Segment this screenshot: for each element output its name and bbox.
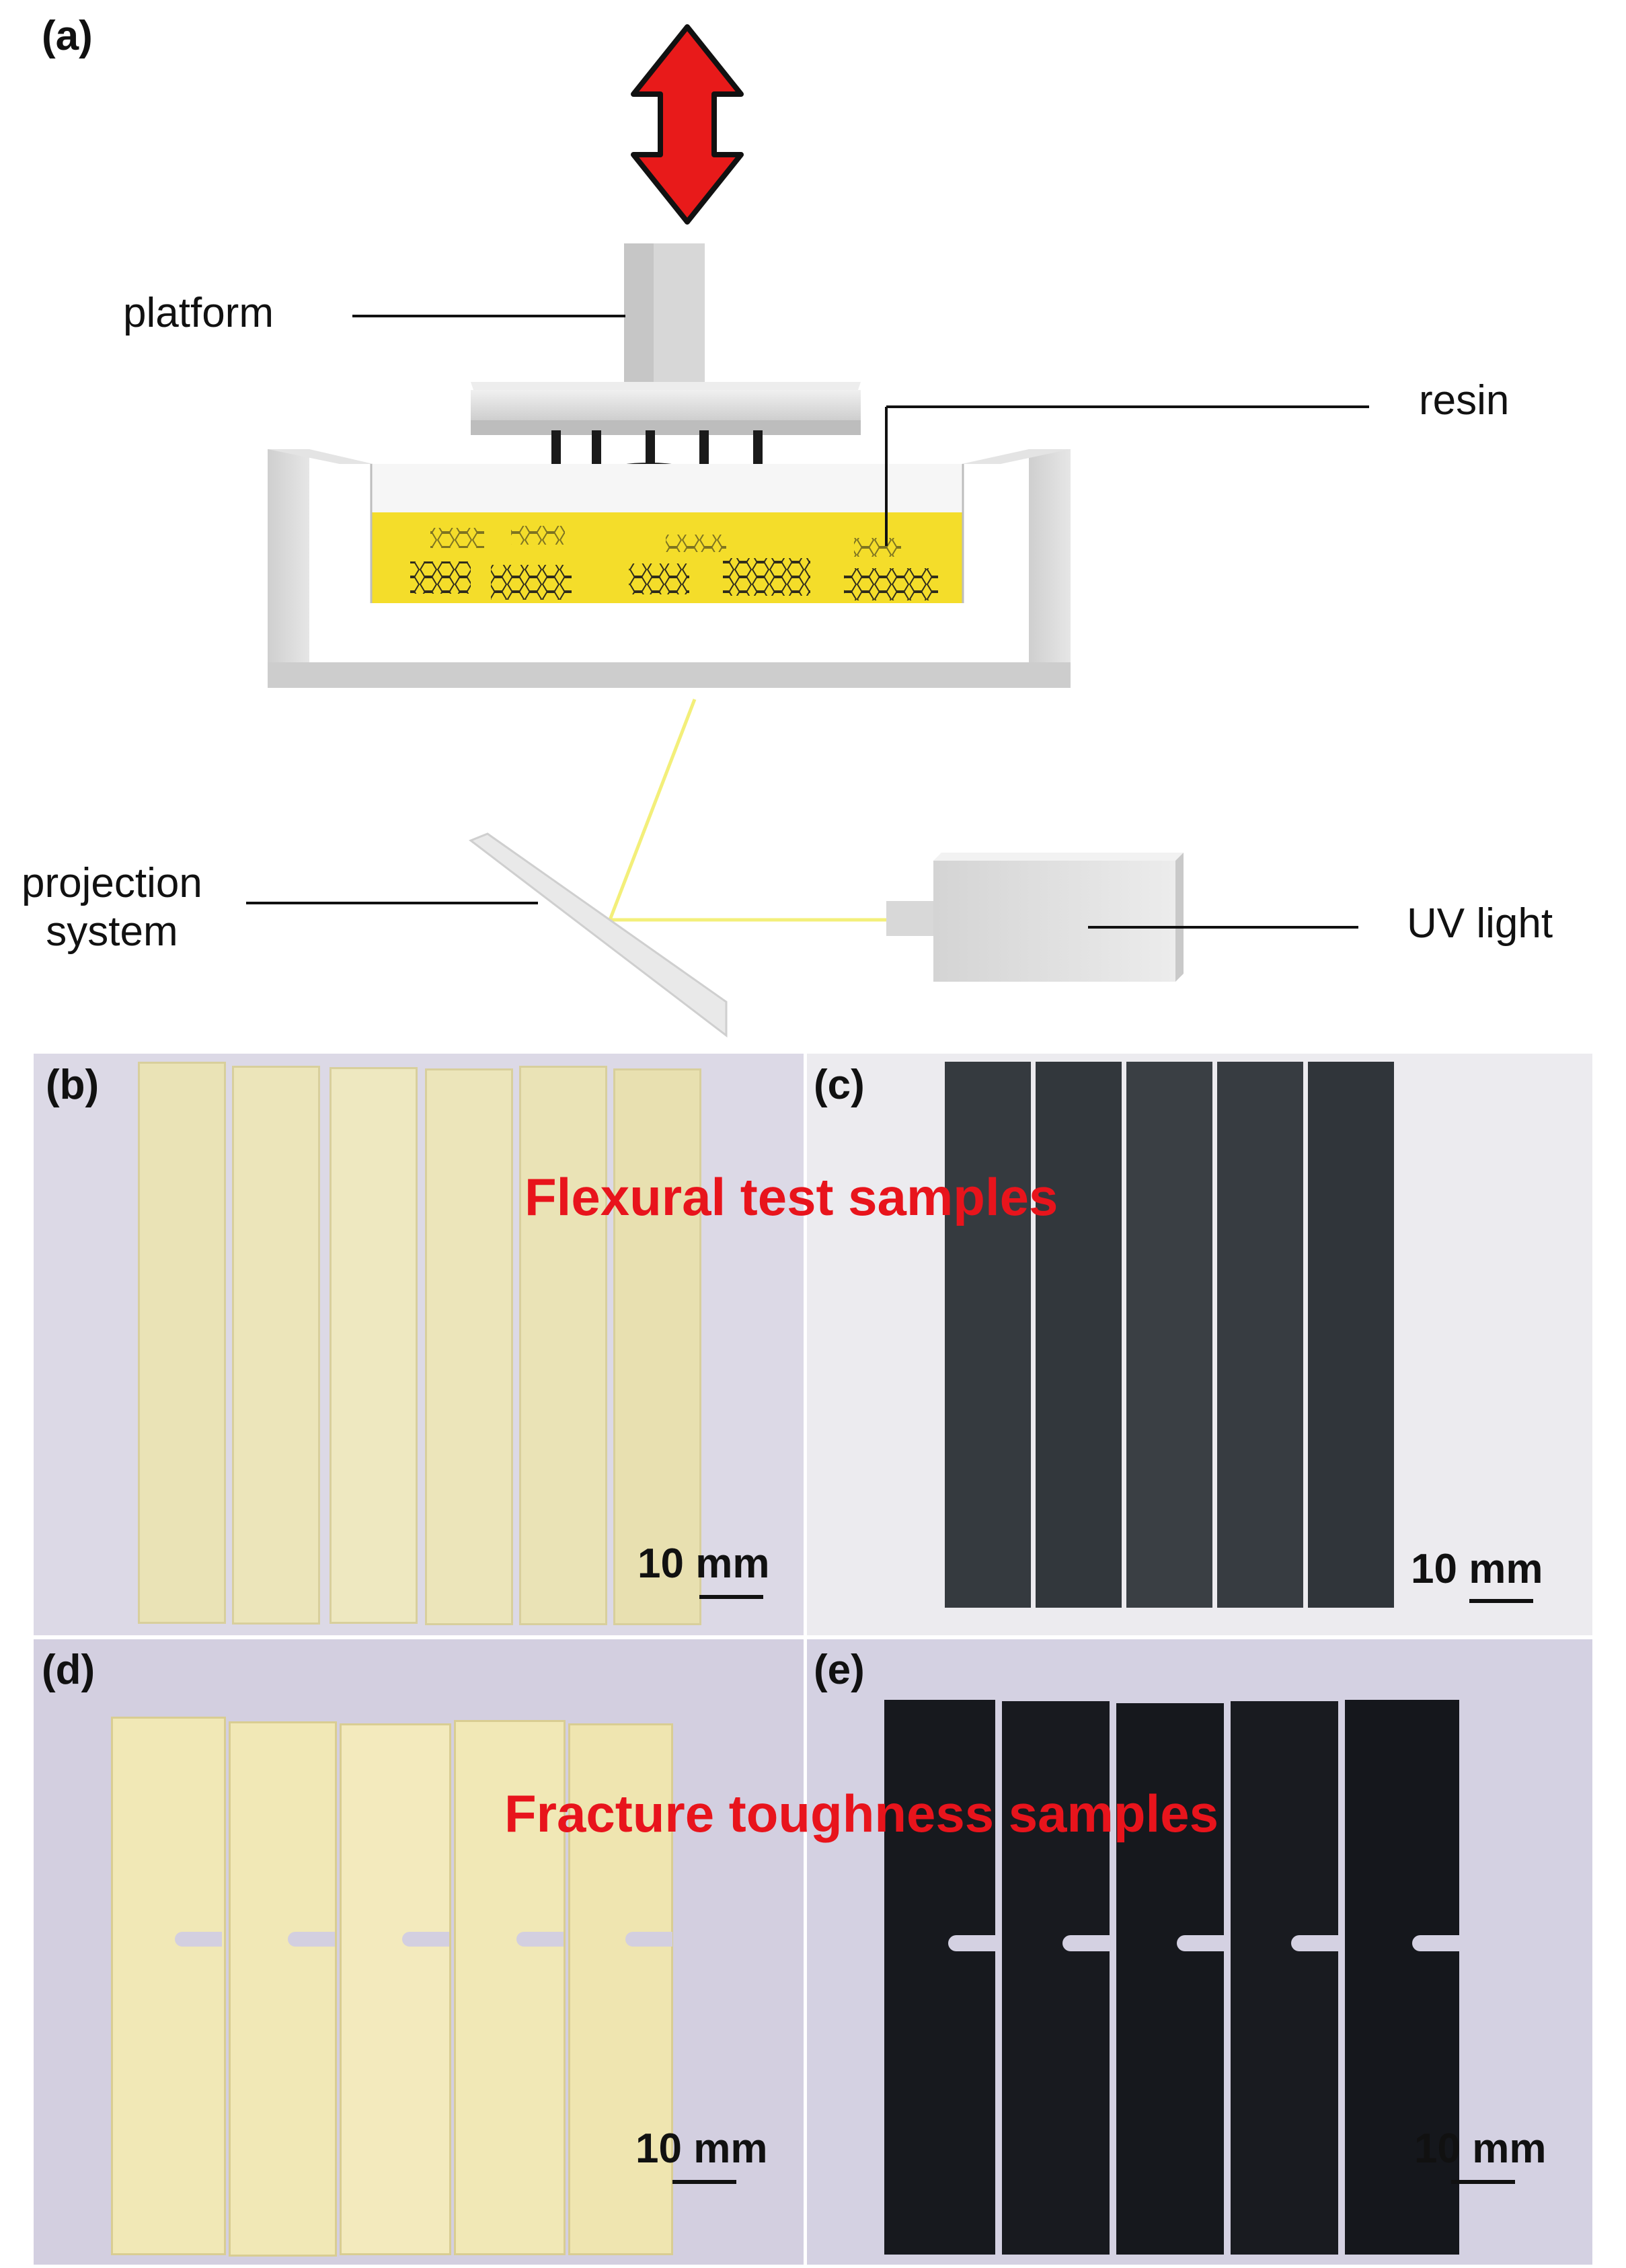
panel-e-label: (e) [814, 1647, 865, 1693]
panel-b-scale-bar [699, 1595, 763, 1599]
sample-bar [1002, 1701, 1110, 2255]
notch [948, 1935, 995, 1951]
graphene-flakes [410, 526, 938, 600]
flexural-caption: Flexural test samples [525, 1167, 1058, 1226]
panel-d-photo [34, 1639, 804, 2265]
panel-b-photo [34, 1054, 804, 1635]
panel-d-scale-bar [672, 2180, 736, 2184]
notch [175, 1932, 222, 1947]
sample-bar [111, 1717, 226, 2255]
resin-label: resin [1419, 377, 1510, 424]
sample-bar [1036, 1062, 1122, 1608]
projection-label-line1: projection [22, 860, 202, 906]
platform-label: platform [123, 290, 274, 336]
fracture-caption: Fracture toughness samples [504, 1784, 1218, 1843]
sample-bar [1231, 1701, 1338, 2255]
sample-bar [330, 1067, 418, 1624]
notch [1412, 1935, 1459, 1951]
uv-light-label: UV light [1407, 900, 1553, 947]
sample-bar [340, 1723, 451, 2255]
projection-system-label: projection system [22, 859, 202, 956]
projection-label-line2: system [46, 908, 178, 955]
vertical-motion-arrow-icon [631, 24, 744, 225]
sample-bar [613, 1068, 701, 1625]
notch [288, 1932, 335, 1947]
panel-b-label: (b) [46, 1062, 100, 1108]
panel-a-label: (a) [42, 13, 93, 59]
panel-e-photo [807, 1639, 1592, 2265]
sample-bar [884, 1700, 995, 2255]
panel-e-scale-bar [1451, 2180, 1515, 2184]
sample-bar [1308, 1062, 1394, 1608]
sample-bar [229, 1721, 337, 2257]
leader-lines [246, 315, 1369, 929]
panel-b-scale-label: 10 mm [637, 1540, 770, 1587]
sample-bar [568, 1723, 673, 2255]
notch [1062, 1935, 1110, 1951]
panel-c-scale-label: 10 mm [1411, 1546, 1543, 1592]
notch [1177, 1935, 1224, 1951]
sample-bar [454, 1720, 566, 2255]
build-platform [471, 243, 861, 435]
sample-bar [425, 1068, 513, 1625]
uv-light-source [886, 853, 1184, 982]
sample-bar [519, 1066, 607, 1625]
sample-bar [1116, 1703, 1224, 2255]
sample-bar [1126, 1062, 1212, 1608]
panel-c-scale-bar [1469, 1599, 1533, 1603]
panel-c-label: (c) [814, 1062, 865, 1108]
notch [516, 1932, 564, 1947]
panel-d-scale-label: 10 mm [635, 2125, 768, 2172]
sample-bar [138, 1062, 226, 1624]
panel-e-scale-label: 10 mm [1414, 2125, 1547, 2172]
sample-bar [232, 1066, 320, 1625]
notch [625, 1932, 672, 1947]
projection-mirror [468, 832, 728, 1038]
sample-bar [1345, 1700, 1459, 2255]
panel-c-photo [807, 1054, 1592, 1635]
notch [402, 1932, 449, 1947]
dlp-printer-schematic [246, 24, 1369, 1038]
panel-d-label: (d) [42, 1647, 95, 1693]
sample-bar [945, 1062, 1031, 1608]
sample-bar [1217, 1062, 1303, 1608]
uv-light-beam [608, 699, 900, 922]
notch [1291, 1935, 1338, 1951]
